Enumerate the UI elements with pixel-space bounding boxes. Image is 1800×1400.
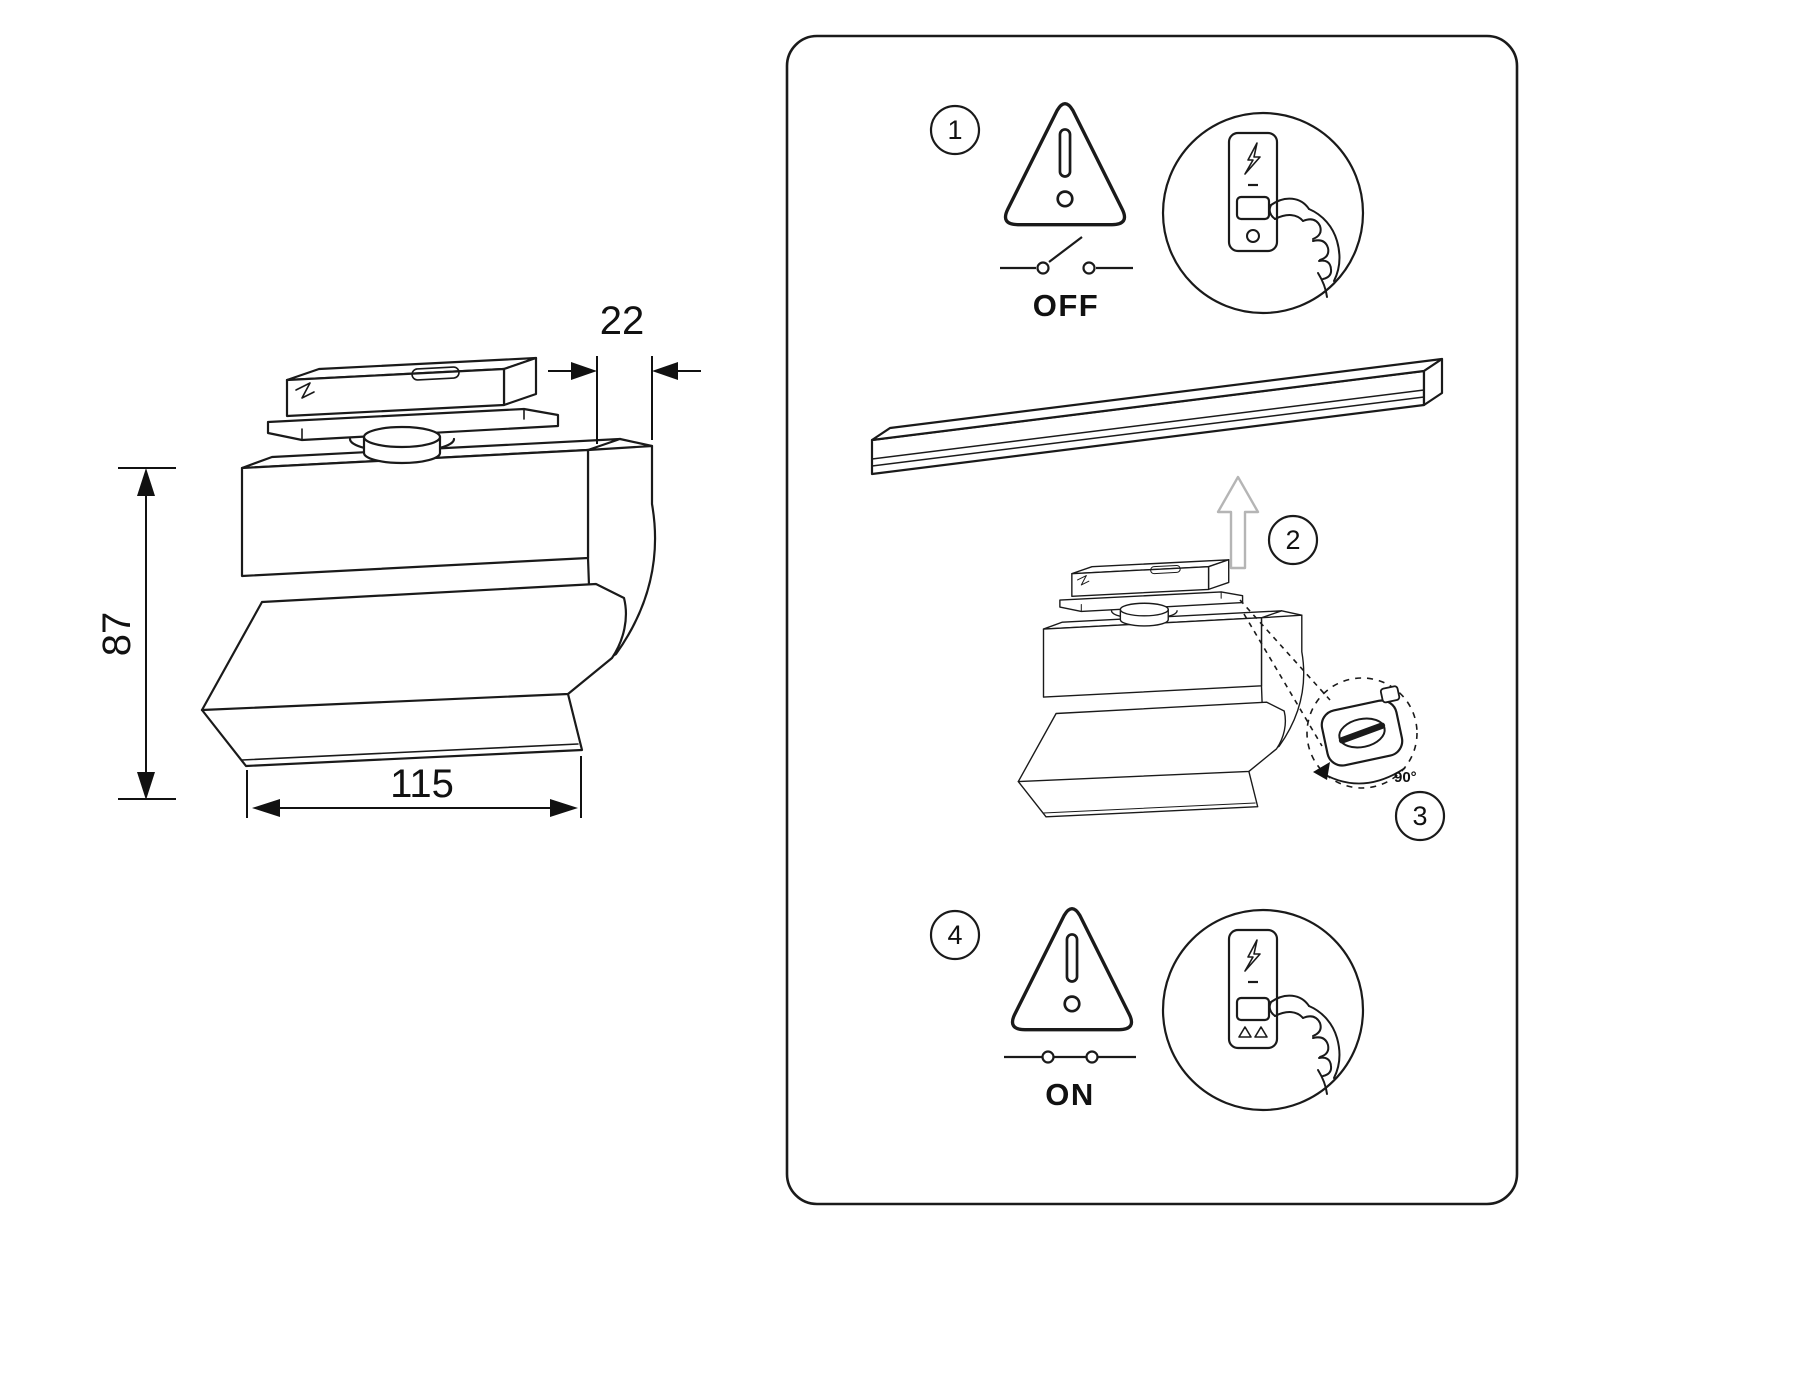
dimension-depth: 22: [548, 299, 701, 444]
dim-width-label: 115: [390, 762, 454, 806]
step-4: 4 ON: [929, 906, 1365, 1112]
rotate-arrowhead: [1313, 762, 1330, 780]
circuit-closed-icon: [1004, 1050, 1136, 1064]
detail-circle: [1161, 908, 1365, 1112]
track-rail: [870, 357, 1444, 476]
dim-height-label: 87: [95, 612, 139, 657]
detail-circle: [1161, 111, 1365, 315]
step-4-badge: [929, 909, 981, 961]
insert-up-arrow-icon: [1216, 475, 1260, 570]
track-light-fixture-view: [200, 356, 657, 768]
dimension-width: 115: [246, 756, 582, 818]
step-3-number: 3: [1412, 801, 1427, 831]
off-label: OFF: [1033, 288, 1100, 323]
step-1-number: 1: [947, 115, 962, 145]
detail-dashed-circle: [1306, 677, 1418, 789]
step-2: 2: [870, 357, 1444, 818]
arrowhead: [252, 799, 280, 817]
arrowhead: [137, 468, 155, 496]
fixture-dimension-drawing: 22 87 115: [95, 299, 701, 818]
dimension-height: 87: [95, 467, 176, 800]
step-3-badge: [1394, 790, 1446, 842]
switch-off-dot: [1246, 229, 1260, 243]
arrowhead: [571, 362, 597, 380]
switch-on-marks: [1238, 1026, 1268, 1038]
detail-leader: [1239, 599, 1331, 701]
arrowhead: [652, 362, 678, 380]
circuit-open-icon: [1000, 236, 1133, 275]
step-1-badge: [929, 104, 981, 156]
lock-knob-tab: [1379, 685, 1401, 704]
dim-depth-label: 22: [600, 299, 645, 343]
step-2-number: 2: [1285, 525, 1300, 555]
arrowhead: [137, 772, 155, 800]
step-3: 90° 3: [1239, 599, 1446, 842]
switch-on-detail: [1161, 908, 1365, 1112]
step-4-number: 4: [947, 920, 962, 950]
step-2-badge: [1267, 514, 1319, 566]
switch-off-detail: [1161, 111, 1365, 315]
angle-label: 90°: [1394, 769, 1417, 786]
lock-knob-detail: [1320, 685, 1404, 767]
arrowhead: [550, 799, 578, 817]
step-1: 1 OFF: [929, 102, 1365, 323]
on-label: ON: [1045, 1077, 1095, 1112]
